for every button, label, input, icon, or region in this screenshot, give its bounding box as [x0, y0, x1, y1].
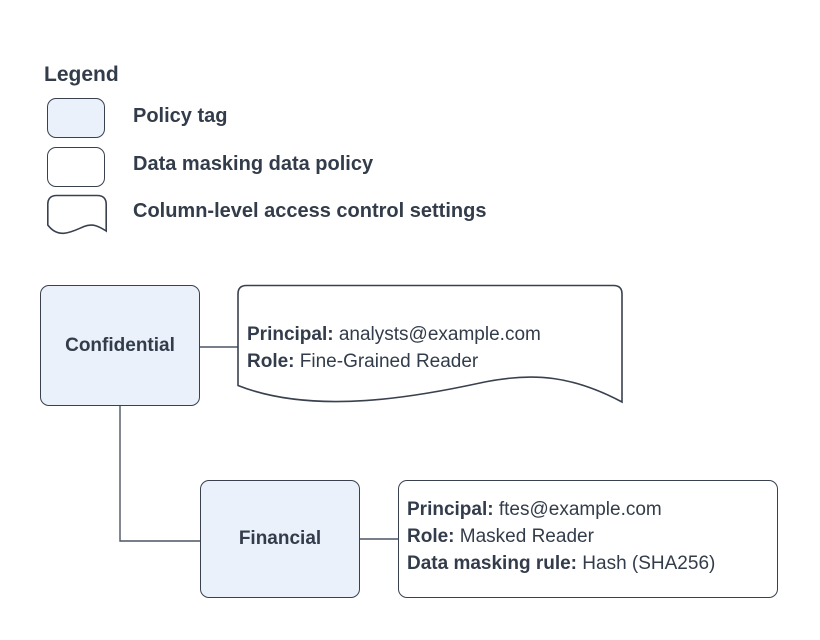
policy-line-role: Role: Masked Reader: [407, 526, 594, 547]
policy-line-principal: Principal: ftes@example.com: [407, 499, 662, 520]
legend-item-data-masking-policy: Data masking data policy: [133, 153, 374, 175]
settings-line-role: Role: Fine-Grained Reader: [247, 351, 479, 372]
policy-line-masking-rule: Data masking rule: Hash (SHA256): [407, 553, 716, 574]
legend-item-policy-tag: Policy tag: [133, 105, 228, 127]
legend-data-policy-swatch: [47, 147, 105, 187]
legend-title: Legend: [44, 63, 119, 86]
data-masking-policy-box: [398, 480, 778, 598]
legend-item-column-level-settings: Column-level access control settings: [133, 200, 487, 222]
settings-line-principal: Principal: analysts@example.com: [247, 324, 541, 345]
financial-policy-text: Principal: ftes@example.com Role: Masked…: [407, 496, 715, 577]
confidential-settings-document-shape: [237, 284, 623, 404]
confidential-node-label: Confidential: [65, 334, 175, 356]
policy-tag-node-confidential: Confidential: [40, 285, 200, 406]
financial-node-label: Financial: [238, 528, 322, 549]
connector-confidential-to-financial: [119, 406, 200, 542]
confidential-settings-text: Principal: analysts@example.com Role: Fi…: [247, 321, 541, 375]
legend-policy-tag-swatch: [47, 98, 105, 138]
policy-tag-node-financial: Financial: [200, 480, 360, 598]
legend-document-shape-icon: [47, 194, 107, 235]
